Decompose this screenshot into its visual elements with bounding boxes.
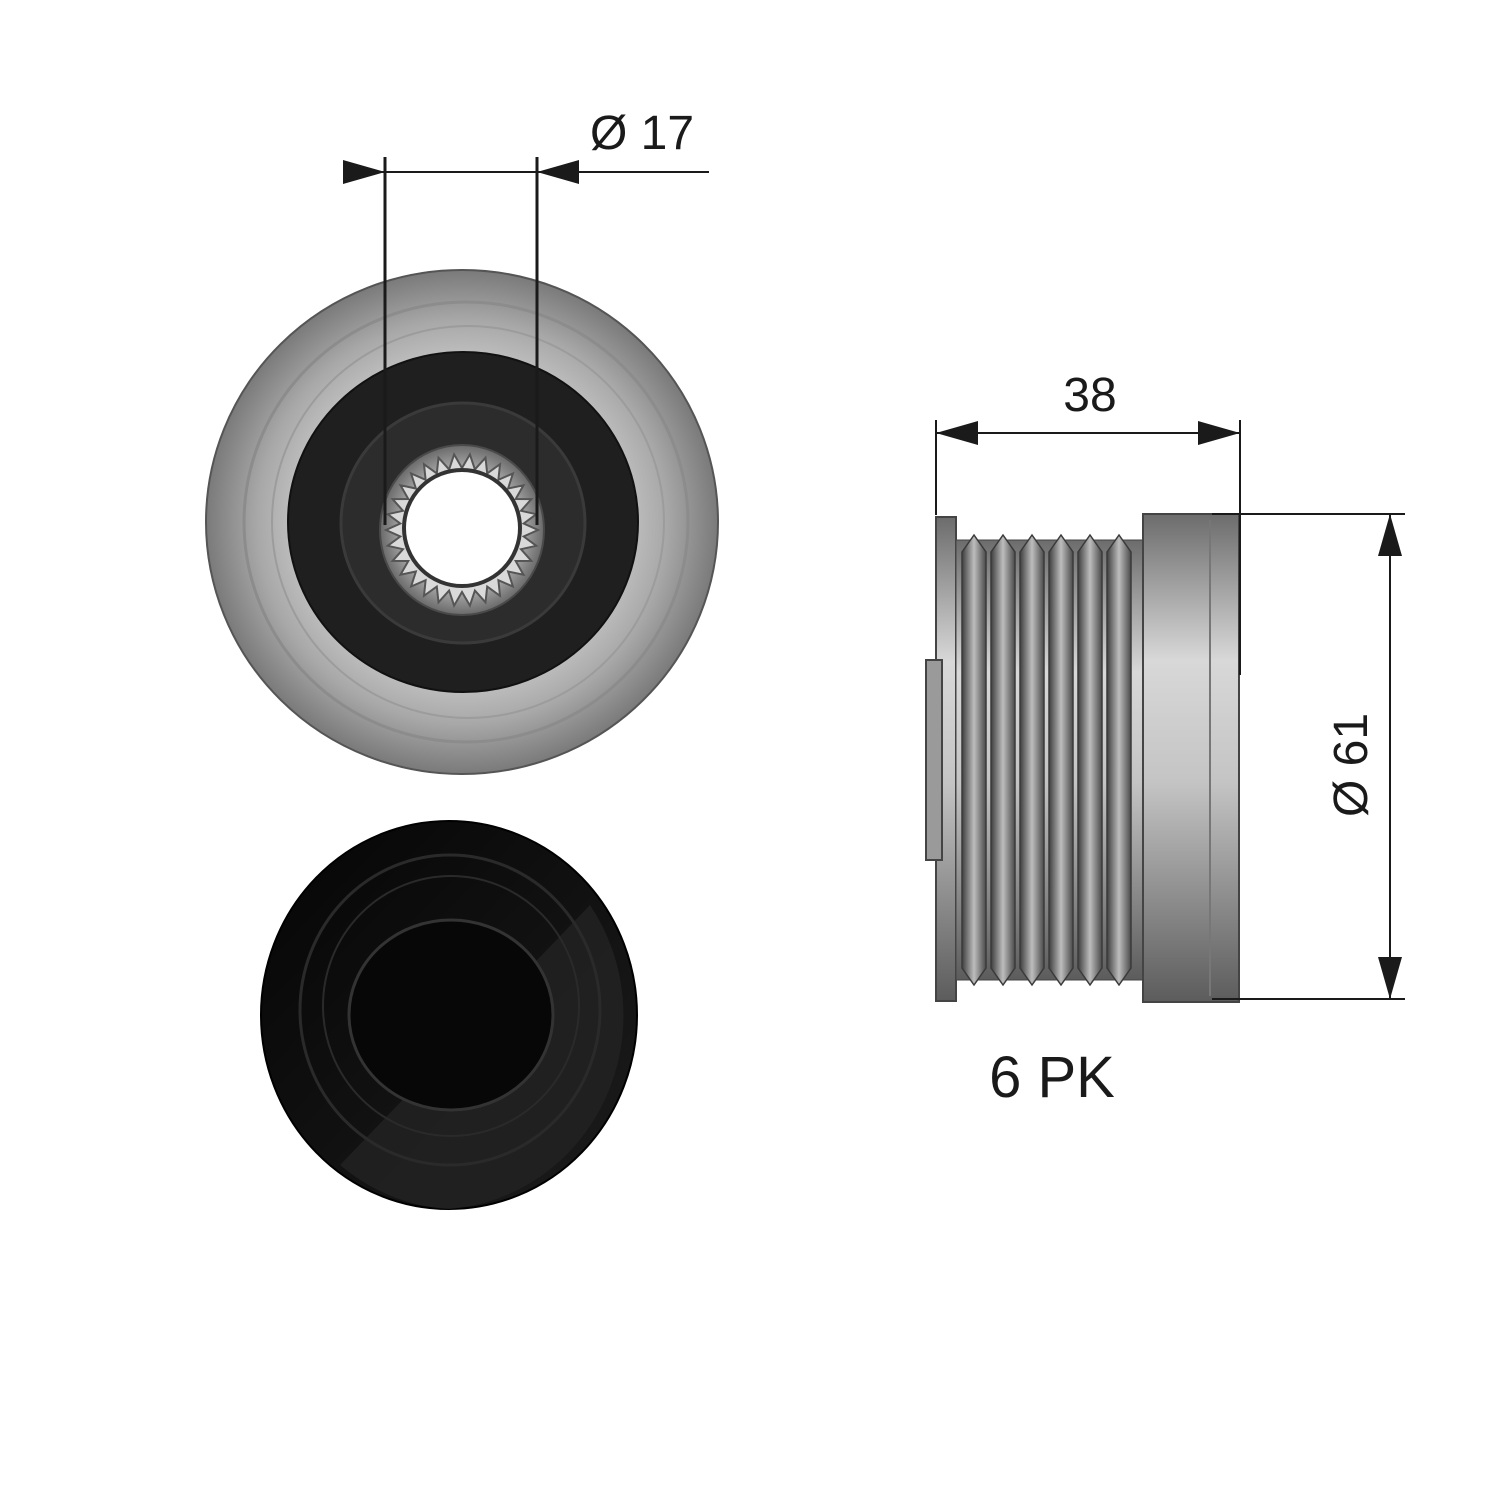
pulley-rib <box>1019 533 1045 987</box>
pulley-rib <box>1106 533 1132 987</box>
pulley-rib <box>961 533 987 987</box>
side-hub-stub <box>925 659 943 861</box>
cap-center-dome <box>347 918 555 1112</box>
profile-label: 6 PK <box>989 1045 1115 1110</box>
pulley-rim-ring <box>271 325 665 719</box>
pulley-rib <box>990 533 1016 987</box>
dim-arrow <box>1378 514 1402 556</box>
outer-diameter-label: Ø 61 <box>1325 713 1378 817</box>
width-dimension: 38 <box>935 369 1241 675</box>
width-label: 38 <box>1063 369 1116 422</box>
pulley-ribs <box>961 533 1132 987</box>
pulley-side-view <box>925 513 1240 1003</box>
side-smooth-band <box>1142 513 1240 1003</box>
dim-arrow <box>1198 421 1240 445</box>
pulley-rib <box>1048 533 1074 987</box>
dim-arrow <box>537 160 579 184</box>
pulley-cap <box>260 820 638 1210</box>
cap-ring <box>298 853 602 1167</box>
bore-diameter-dimension: Ø 17 <box>343 107 709 525</box>
pulley-rib <box>1077 533 1103 987</box>
dim-arrow <box>1378 957 1402 999</box>
pulley-rim-ring <box>242 300 690 744</box>
dim-arrow <box>936 421 978 445</box>
pulley-front-view <box>205 269 719 775</box>
bore-hole <box>402 468 522 588</box>
outer-diameter-dimension: Ø 61 <box>1212 513 1405 1000</box>
dim-arrow <box>343 160 385 184</box>
bore-diameter-label: Ø 17 <box>590 107 694 160</box>
cap-ring <box>322 875 580 1137</box>
